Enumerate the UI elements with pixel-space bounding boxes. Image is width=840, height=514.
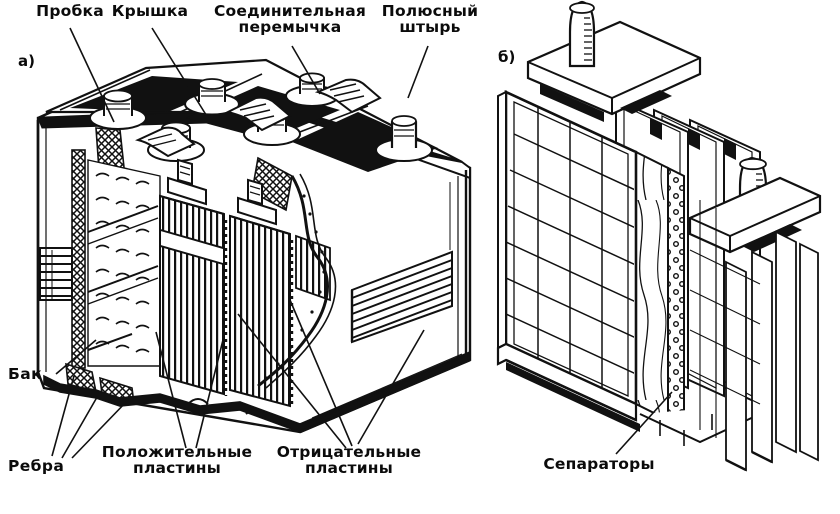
label-ribs: Ребра xyxy=(8,457,65,475)
panel-b-marker: б) xyxy=(498,48,516,66)
grid-lattice xyxy=(506,98,634,388)
panel-a-marker: a) xyxy=(18,52,35,70)
grid-plate-front xyxy=(504,89,638,407)
separator-wood xyxy=(635,150,669,422)
side-ribs-left xyxy=(39,247,73,301)
interior-texture xyxy=(95,172,150,353)
panel-b-plate-block xyxy=(496,0,822,472)
plate-edges-right xyxy=(725,230,819,472)
label-terminal-post: Полюсный штырь xyxy=(381,2,479,37)
plate-stack-2 xyxy=(229,214,291,408)
label-plug: Пробка xyxy=(36,2,104,20)
connector-bridge-group xyxy=(135,78,382,158)
label-connector-bridge: Соединительная перемычка xyxy=(213,2,367,37)
terminal-post-top xyxy=(568,0,596,68)
label-separators: Сепараторы xyxy=(543,455,655,473)
separator-perforated xyxy=(667,166,685,430)
rear-plate-grid xyxy=(689,200,761,438)
bar-lower-right xyxy=(688,176,822,254)
leader-lines xyxy=(51,27,673,459)
top-bar-rear xyxy=(526,20,702,122)
label-positive-plates: Положительные пластины xyxy=(101,443,253,478)
label-tank: Бак xyxy=(8,365,42,383)
plate-stack-1 xyxy=(159,194,225,396)
panel-a-battery xyxy=(36,58,472,434)
label-negative-plates: Отрицательные пластины xyxy=(276,443,422,478)
label-cover: Крышка xyxy=(111,2,189,20)
side-ribs-right xyxy=(350,250,453,344)
